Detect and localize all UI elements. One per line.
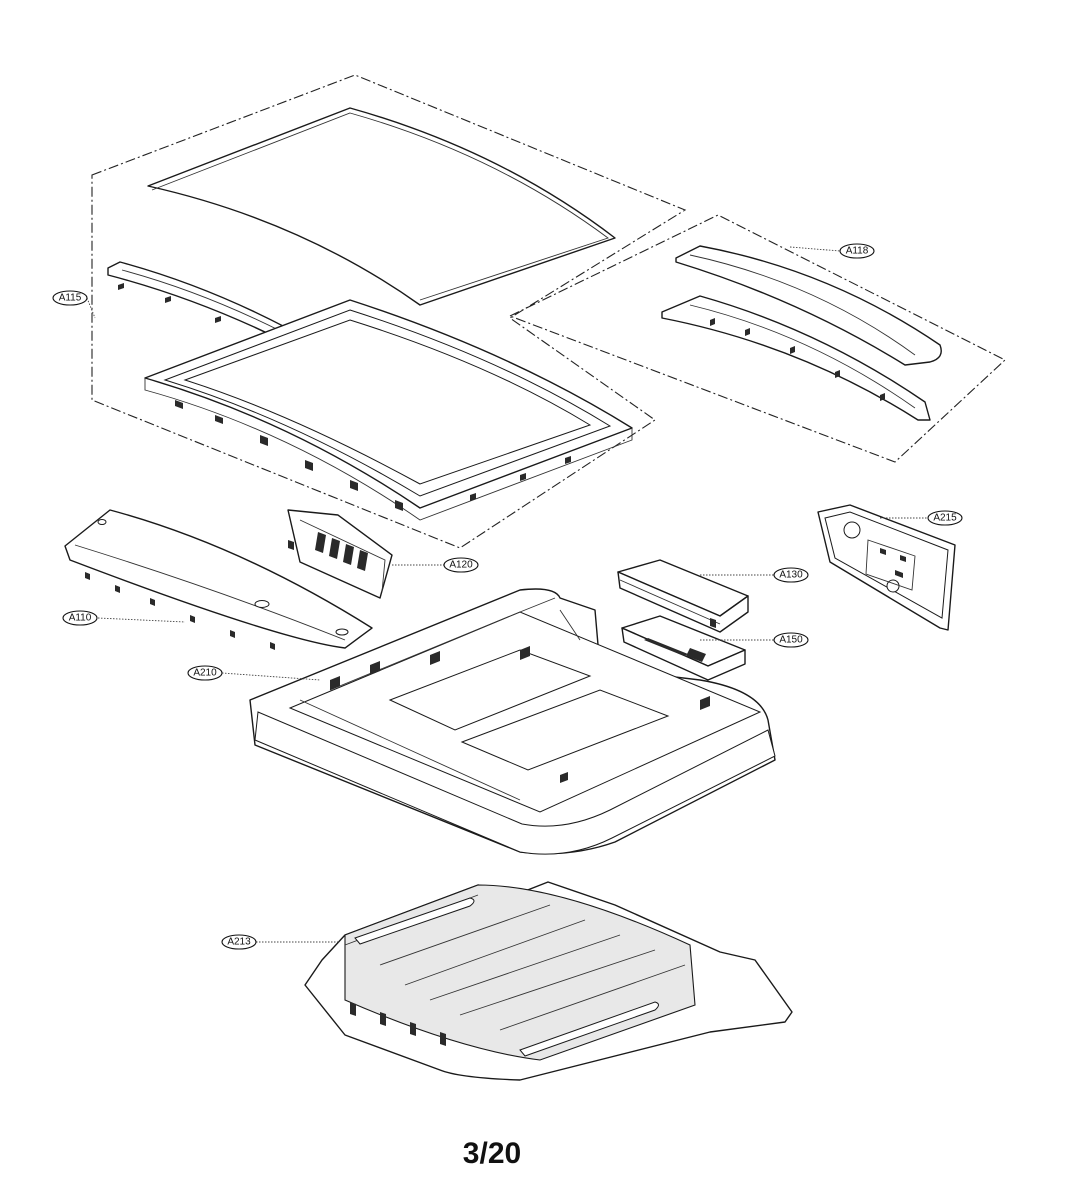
callout-a120-label: A120	[449, 560, 473, 571]
rear-service-panel	[817, 504, 956, 631]
callout-a115-label: A115	[59, 293, 82, 304]
base-cover-plate	[304, 881, 793, 1081]
lid-glass-panel	[147, 107, 616, 306]
callout-a118: A118	[839, 243, 875, 259]
lid-assembly-group-boundary	[91, 74, 687, 549]
callout-a130-label: A130	[779, 570, 803, 581]
callout-a215: A215	[927, 510, 963, 526]
control-panel-trim	[64, 509, 373, 650]
rear-cap-base	[661, 295, 931, 421]
callout-a130: A130	[773, 567, 809, 583]
leader-a110	[97, 617, 186, 623]
top-plate	[249, 588, 776, 855]
module-bracket	[621, 615, 746, 681]
pcb-module	[287, 509, 393, 599]
callout-a210: A210	[187, 665, 223, 681]
callout-a150-label: A150	[779, 635, 803, 646]
rear-cap-cover	[675, 245, 942, 366]
callout-a213-label: A213	[227, 937, 251, 948]
leader-a115	[86, 297, 96, 319]
leader-a118	[789, 246, 841, 252]
callout-a213: A213	[221, 934, 257, 950]
callout-a118-label: A118	[846, 246, 869, 257]
callout-a110-label: A110	[69, 613, 92, 624]
callout-a115: A115	[52, 290, 88, 306]
callout-a110: A110	[62, 610, 98, 626]
lid-frame	[144, 299, 633, 521]
page-number: 3/20	[463, 1137, 521, 1170]
callout-a120: A120	[443, 557, 479, 573]
callout-a150: A150	[773, 632, 809, 648]
main-control-box	[617, 559, 749, 633]
callout-a210-label: A210	[193, 668, 217, 679]
callout-a215-label: A215	[933, 513, 957, 524]
leader-a210	[221, 672, 321, 681]
